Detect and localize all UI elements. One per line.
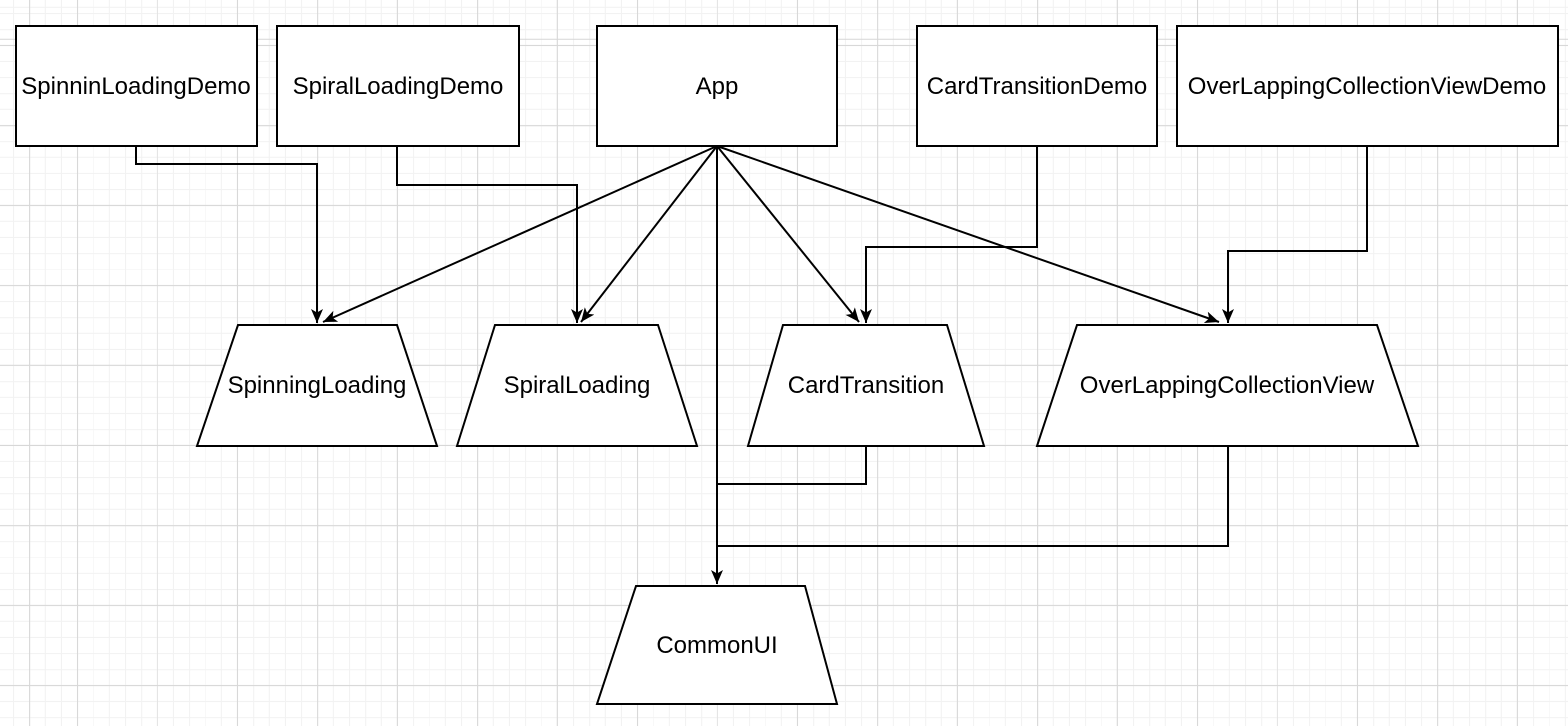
card-transition-trapezoid[interactable] [746, 324, 986, 447]
spinnin-loading-demo-label: SpinninLoadingDemo [21, 73, 251, 100]
node-common-ui[interactable]: CommonUI [595, 585, 839, 705]
node-card-transition[interactable]: CardTransition [746, 324, 986, 447]
edge-app-to-spinningloading[interactable] [322, 145, 718, 323]
spinning-loading-label: SpinningLoading [228, 372, 407, 399]
edge-spinninloadingdemo-to-spinningloading[interactable] [135, 146, 323, 323]
app-box[interactable] [596, 25, 838, 147]
edge-overlappingcollectionviewdemo-to-overlappingcollectionview[interactable] [1222, 146, 1368, 323]
spiral-loading-demo-box[interactable] [276, 25, 520, 147]
node-overlapping-collection-view-demo[interactable]: OverLappingCollectionViewDemo [1176, 25, 1559, 147]
spinning-loading-trapezoid[interactable] [195, 324, 439, 447]
overlapping-collection-view-demo-label: OverLappingCollectionViewDemo [1188, 73, 1546, 100]
edge-cardtransitiondemo-to-cardtransition[interactable] [860, 146, 1038, 323]
node-spinnin-loading-demo[interactable]: SpinninLoadingDemo [15, 25, 258, 147]
node-app[interactable]: App [596, 25, 838, 147]
edges-layer [135, 145, 1368, 584]
spiral-loading-trapezoid[interactable] [455, 324, 699, 447]
spiral-loading-demo-label: SpiralLoadingDemo [293, 73, 504, 100]
card-transition-demo-label: CardTransitionDemo [927, 73, 1148, 100]
overlapping-collection-view-demo-box[interactable] [1176, 25, 1559, 147]
spinnin-loading-demo-box[interactable] [15, 25, 258, 147]
edge-cardtransition-to-commonui[interactable] [717, 446, 867, 485]
app-label: App [696, 73, 739, 100]
nodes-layer: SpinninLoadingDemo SpiralLoadingDemo App… [15, 25, 1559, 705]
node-spinning-loading[interactable]: SpinningLoading [195, 324, 439, 447]
node-spiral-loading-demo[interactable]: SpiralLoadingDemo [276, 25, 520, 147]
spiral-loading-label: SpiralLoading [504, 372, 651, 399]
common-ui-label: CommonUI [656, 632, 777, 659]
edge-overlappingcollectionview-to-commonui[interactable] [717, 446, 1229, 547]
card-transition-demo-box[interactable] [916, 25, 1158, 147]
edge-app-to-cardtransition[interactable] [716, 145, 860, 323]
edge-app-to-spiralloading[interactable] [580, 145, 718, 323]
overlapping-collection-view-label: OverLappingCollectionView [1080, 372, 1375, 399]
overlapping-collection-view-trapezoid[interactable] [1035, 324, 1420, 447]
common-ui-trapezoid[interactable] [595, 585, 839, 705]
card-transition-label: CardTransition [788, 372, 945, 399]
node-overlapping-collection-view[interactable]: OverLappingCollectionView [1035, 324, 1420, 447]
edge-spiralloadingdemo-to-spiralloading[interactable] [396, 146, 583, 323]
node-card-transition-demo[interactable]: CardTransitionDemo [916, 25, 1158, 147]
edge-app-to-overlappingcollectionview[interactable] [716, 145, 1220, 324]
node-spiral-loading[interactable]: SpiralLoading [455, 324, 699, 447]
